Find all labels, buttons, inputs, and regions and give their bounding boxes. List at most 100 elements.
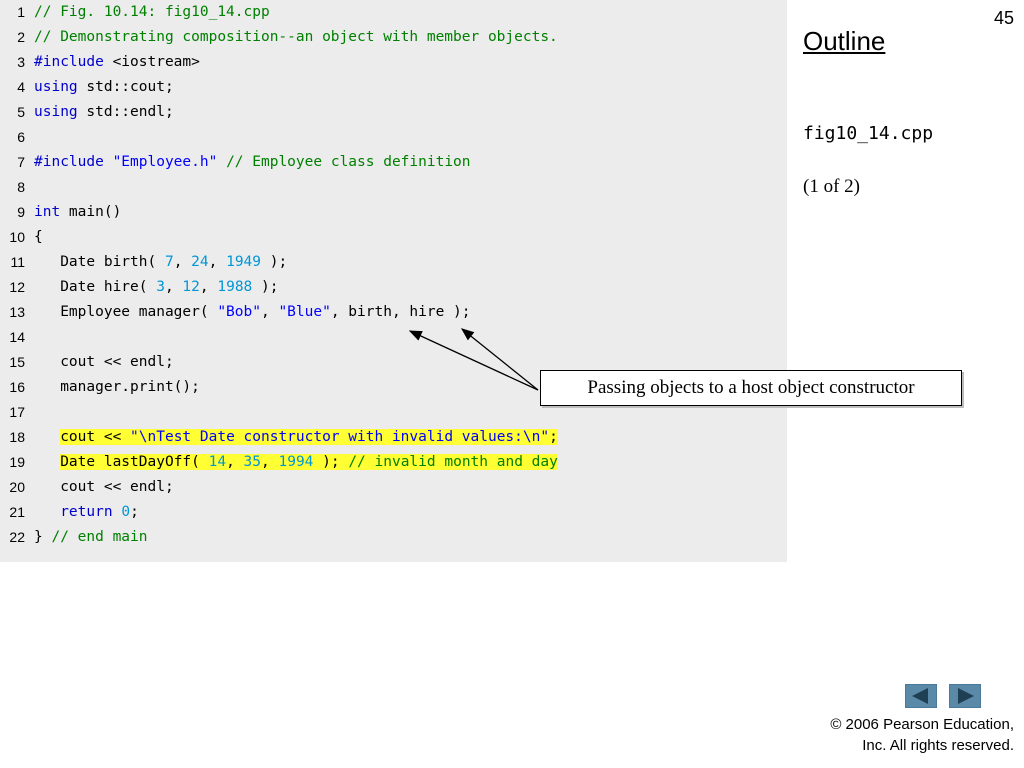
code-token: , [164, 279, 183, 295]
code-line: 8 [0, 175, 787, 200]
code-token [104, 154, 113, 170]
code-text: cout << endl; [34, 475, 174, 500]
line-number: 2 [17, 29, 25, 45]
line-number: 12 [9, 279, 25, 295]
code-line: 22} // end main [0, 525, 787, 550]
code-token: 35 [243, 454, 262, 470]
code-text: cout << "\nTest Date constructor with in… [34, 425, 558, 450]
code-text: Employee manager( "Bob", "Blue", birth, … [34, 300, 470, 325]
code-token: cout << endl; [34, 354, 174, 370]
line-number: 15 [9, 354, 25, 370]
code-token [34, 429, 60, 445]
code-line: 12 Date hire( 3, 12, 1988 ); [0, 275, 787, 300]
code-token: 7 [164, 254, 174, 270]
code-token: 3 [156, 279, 165, 295]
code-token [34, 504, 60, 520]
code-token: // Demonstrating composition--an object … [34, 29, 558, 45]
code-token: 1994 [278, 454, 314, 470]
code-line: 2 // Demonstrating composition--an object… [0, 25, 787, 50]
code-token [34, 454, 60, 470]
code-token: using [34, 104, 78, 120]
code-line: 6 [0, 125, 787, 150]
code-token: , [173, 254, 192, 270]
code-line: 20 cout << endl; [0, 475, 787, 500]
code-token: ; [549, 429, 558, 445]
code-token: ); [261, 254, 288, 270]
line-number: 8 [17, 179, 25, 195]
code-token: main() [60, 204, 122, 220]
line-number: 18 [9, 429, 25, 445]
code-token: #include [34, 54, 104, 70]
outline-link[interactable]: Outline [803, 26, 886, 56]
next-slide-button[interactable] [949, 684, 981, 708]
code-token: using [34, 79, 78, 95]
line-number: 6 [17, 129, 25, 145]
code-line: 13 Employee manager( "Bob", "Blue", birt… [0, 300, 787, 325]
code-token: <iostream> [103, 54, 200, 70]
code-line: 9 int main() [0, 200, 787, 225]
code-listing: 1// Fig. 10.14: fig10_14.cpp 2 // Demonstr… [0, 0, 787, 562]
code-line: 21 return 0; [0, 500, 787, 525]
code-token: 14 [208, 454, 227, 470]
arrow-right-icon [958, 688, 974, 704]
code-line: 11 Date birth( 7, 24, 1949 ); [0, 250, 787, 275]
code-line: 1// Fig. 10.14: fig10_14.cpp [0, 0, 787, 25]
code-line: 19 Date lastDayOff( 14, 35, 1994 ); // i… [0, 450, 787, 475]
code-token: , [261, 454, 279, 470]
code-text: int main() [34, 200, 121, 225]
code-text: return 0; [34, 500, 139, 525]
code-text: // Demonstrating composition--an object … [34, 25, 558, 50]
code-token: , [226, 454, 244, 470]
code-token: 12 [182, 279, 200, 295]
code-token: 1949 [226, 254, 262, 270]
line-number: 10 [9, 229, 25, 245]
code-token: Date lastDayOff( [60, 454, 209, 470]
code-token: #include [34, 154, 104, 170]
code-text: { [34, 225, 43, 250]
line-number: 13 [9, 304, 25, 320]
copyright-line-2: Inc. All rights reserved. [862, 737, 1014, 754]
code-line: 15 cout << endl; [0, 350, 787, 375]
code-token: , [199, 279, 218, 295]
line-number: 20 [9, 479, 25, 495]
line-number: 3 [17, 54, 25, 70]
code-token: 1988 [217, 279, 253, 295]
code-token: Date hire( [34, 279, 157, 295]
line-number: 11 [10, 254, 25, 270]
code-text: manager.print(); [34, 375, 200, 400]
code-token: "Bob" [217, 304, 261, 320]
code-line: 14 [0, 325, 787, 350]
line-number: 17 [9, 404, 25, 420]
code-text: Date birth( 7, 24, 1949 ); [34, 250, 287, 275]
line-number: 9 [17, 204, 25, 220]
code-token: // Employee class definition [226, 154, 471, 170]
code-token: , [260, 304, 279, 320]
code-token: { [34, 229, 43, 245]
code-token: // invalid month and day [348, 454, 558, 470]
code-text: Date lastDayOff( 14, 35, 1994 ); // inva… [34, 450, 558, 475]
code-token: cout << [60, 429, 131, 445]
code-token: std::cout; [77, 79, 174, 95]
code-text: Date hire( 3, 12, 1988 ); [34, 275, 278, 300]
code-line: 7#include "Employee.h" // Employee class… [0, 150, 787, 175]
code-token: ; [130, 504, 139, 520]
code-token: return [60, 504, 113, 520]
code-line: 16 manager.print(); [0, 375, 787, 400]
code-token: 0 [121, 504, 131, 520]
code-text: // Fig. 10.14: fig10_14.cpp [34, 0, 270, 25]
code-token: 24 [191, 254, 209, 270]
code-token: int [34, 204, 61, 220]
code-token: // Fig. 10.14: fig10_14.cpp [34, 4, 270, 20]
line-number: 14 [9, 329, 25, 345]
line-number: 21 [9, 504, 25, 520]
code-line: 3 #include <iostream> [0, 50, 787, 75]
line-number: 22 [9, 529, 25, 545]
code-text: #include "Employee.h" // Employee class … [34, 150, 471, 175]
prev-slide-button[interactable] [905, 684, 937, 708]
code-token: "Employee.h" [112, 154, 218, 170]
code-token: Employee manager( [34, 304, 218, 320]
code-token: ); [313, 454, 349, 470]
arrow-left-icon [912, 688, 928, 704]
